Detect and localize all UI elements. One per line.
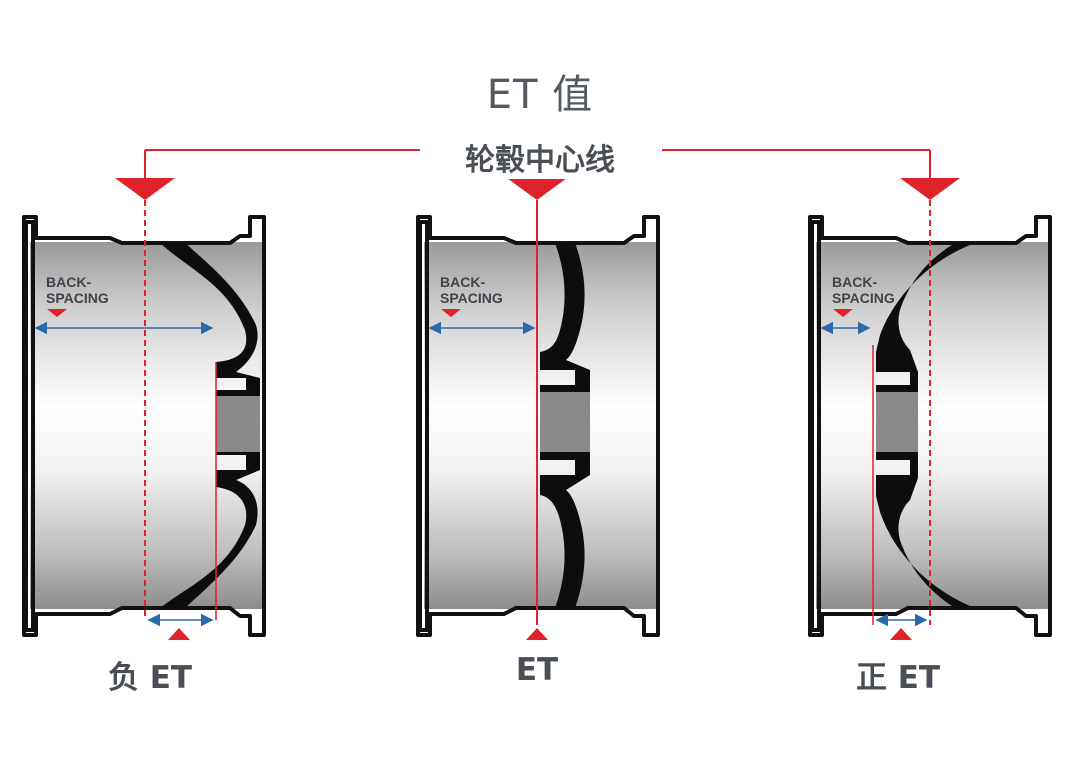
backspacing-marker [833,309,853,317]
centerline-marker [115,178,175,200]
centerline-marker [507,178,567,200]
wheel-label-negative: 负 ET [107,660,193,696]
wheel-positive-et: BACK- SPACING [808,178,1052,640]
wheel-negative-et: BACK- SPACING [22,178,266,640]
backspacing-label-line2: SPACING [440,290,503,306]
offset-marker [890,628,912,640]
hub-centerline-label: 轮毂中心线 [420,135,660,179]
wheel-label-zero: ET [515,652,559,688]
backspacing-marker [441,309,461,317]
wheel-hub [216,396,260,452]
offset-marker [526,628,548,640]
backspacing-label-line2: SPACING [832,290,895,306]
wheel-barrel [816,242,1048,609]
wheel-rim-outline [808,215,1052,637]
wheel-hub [876,392,918,452]
wheel-rim-outline [416,215,660,637]
backspacing-marker [47,309,67,317]
wheel-rim-outline [22,215,266,637]
page-title: ET 值 [486,72,594,118]
centerline-connector [144,149,931,190]
backspacing-label-line1: BACK- [46,274,91,290]
offset-marker [168,628,190,640]
centerline-marker [900,178,960,200]
wheel-label-positive: 正 ET [855,660,941,696]
backspacing-label-line1: BACK- [832,274,877,290]
backspacing-label-line1: BACK- [440,274,485,290]
wheel-hub [540,392,590,452]
wheel-zero-et: BACK- SPACING [416,178,660,640]
backspacing-label-line2: SPACING [46,290,109,306]
